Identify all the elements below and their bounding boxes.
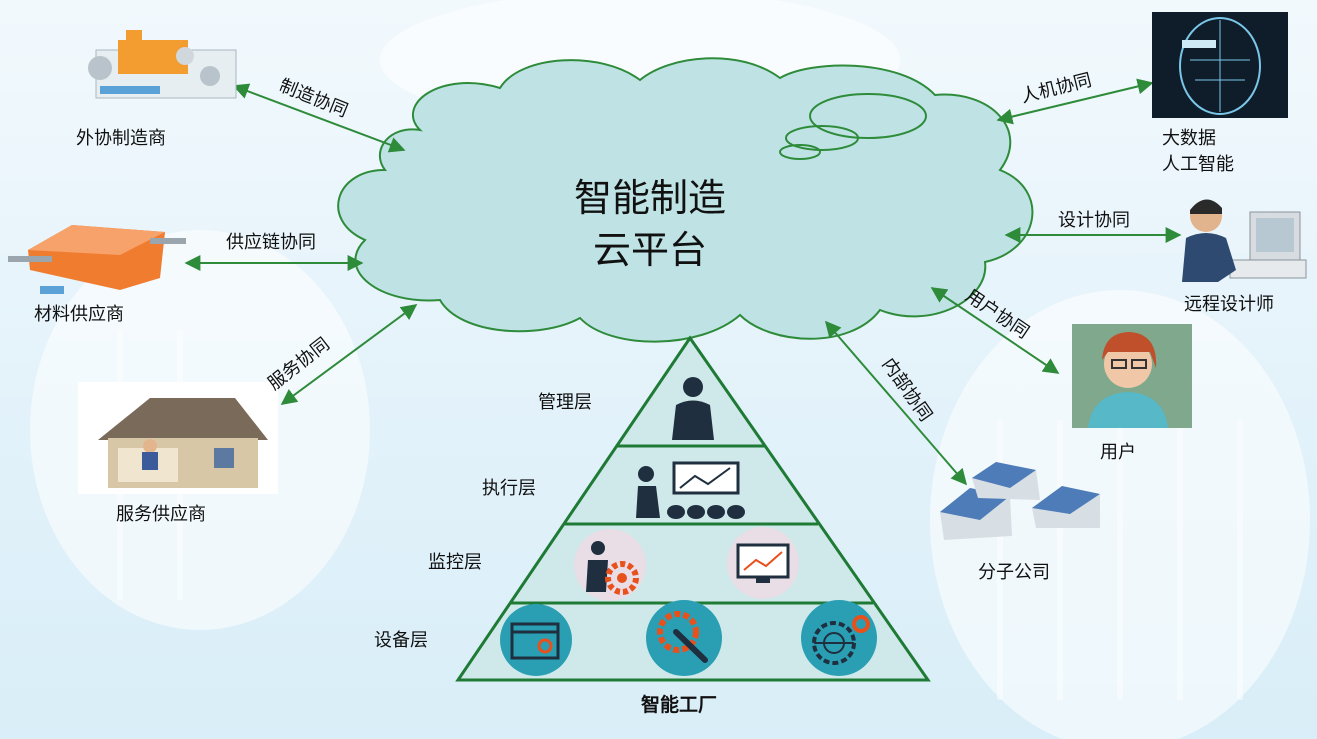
remote-designer-label: 远程设计师: [1184, 290, 1274, 316]
link-label-supply-chain: 供应链协同: [226, 228, 316, 254]
remote-designer-icon: [1182, 199, 1306, 282]
window-gear-icon: [500, 604, 572, 676]
layer-label-management: 管理层: [538, 388, 592, 414]
globe-gear-icon: [801, 600, 877, 676]
service-supplier-label: 服务供应商: [116, 500, 206, 526]
cloud-title-line2: 云平台: [520, 224, 780, 276]
material-supplier-label: 材料供应商: [34, 300, 124, 326]
layer-label-equipment: 设备层: [374, 626, 428, 652]
wrench-gear-icon: [646, 600, 722, 676]
ai-head-icon: [1152, 12, 1288, 118]
subsidiary-label: 分子公司: [978, 558, 1050, 584]
cloud-title-line1: 智能制造: [520, 172, 780, 224]
monitor-chart-icon: [727, 527, 799, 599]
user-label: 用户: [1100, 438, 1136, 464]
factory-pyramid: [458, 338, 928, 680]
cloud-title: 智能制造 云平台: [520, 172, 780, 276]
bigdata-label-line2: 人工智能: [1162, 150, 1234, 176]
link-label-design: 设计协同: [1058, 206, 1130, 232]
layer-label-monitoring: 监控层: [428, 548, 482, 574]
smart-factory-title: 智能工厂: [594, 690, 764, 717]
user-avatar-icon: [1072, 324, 1192, 428]
presentation-icon: [636, 463, 745, 519]
layer-label-execution: 执行层: [482, 474, 536, 500]
factory-outsourcing-icon: [88, 30, 236, 98]
service-house-icon: [78, 382, 278, 494]
person-gear-icon: [574, 529, 646, 601]
bigdata-label: 大数据 人工智能: [1162, 124, 1234, 176]
bigdata-label-line1: 大数据: [1162, 124, 1234, 150]
outsourcing-manufacturer-label: 外协制造商: [76, 124, 166, 150]
arrow-internal: [826, 322, 966, 484]
